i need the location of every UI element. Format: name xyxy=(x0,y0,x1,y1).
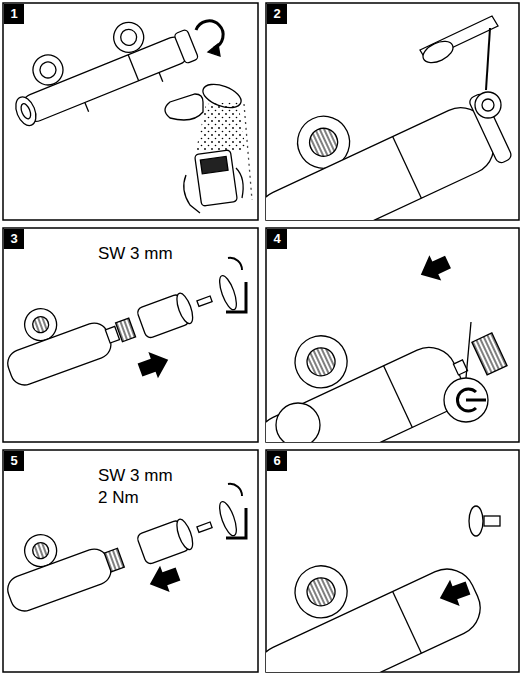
step-number: 4 xyxy=(267,229,287,249)
mixer-overview xyxy=(3,3,252,213)
torque-value: 2 Nm xyxy=(98,488,139,508)
step-number: 6 xyxy=(267,451,287,471)
step-number: 1 xyxy=(4,4,24,24)
tool-size: SW 3 mm xyxy=(98,466,173,486)
step-number: 3 xyxy=(4,229,24,249)
step-number: 5 xyxy=(4,451,24,471)
sleeve-refit xyxy=(3,470,246,615)
step-number: 2 xyxy=(267,4,287,24)
nut-fitting xyxy=(266,249,514,442)
cap-refit xyxy=(266,506,500,672)
tool-size: SW 3 mm xyxy=(98,244,173,264)
handshower-closeup xyxy=(266,16,513,220)
sleeve-removal xyxy=(3,244,246,389)
